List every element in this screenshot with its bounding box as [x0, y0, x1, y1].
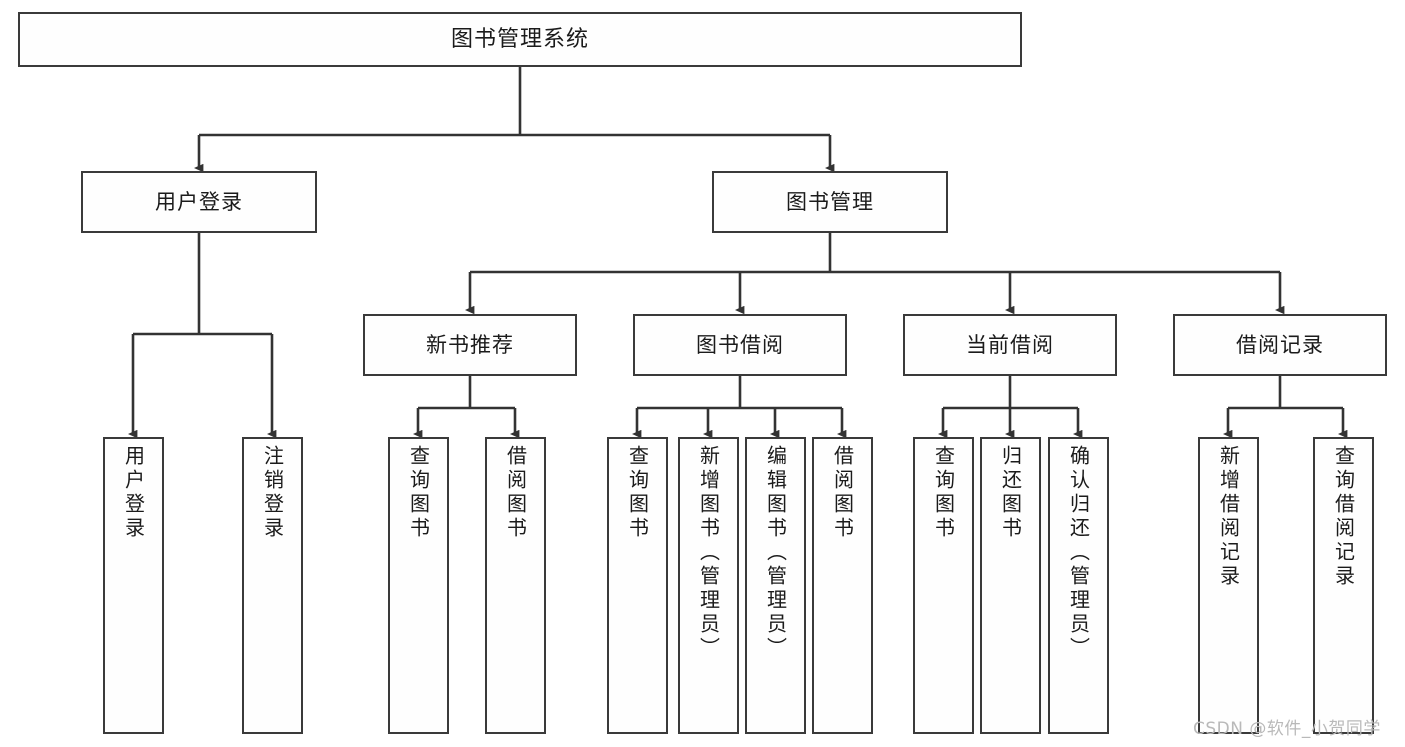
node-label: 新书推荐 [426, 332, 514, 357]
leaf-user-login[interactable]: 用户登录 [103, 437, 164, 734]
leaf-query-book-borrow[interactable]: 查询图书 [607, 437, 668, 734]
node-label: 注销登录 [260, 445, 285, 541]
node-label: 查询借阅记录 [1331, 445, 1356, 589]
leaf-confirm-return-admin[interactable]: 确认归还（管理员） [1048, 437, 1109, 734]
leaf-borrow-book-recommend[interactable]: 借阅图书 [485, 437, 546, 734]
leaf-query-book-current[interactable]: 查询图书 [913, 437, 974, 734]
node-label: 确认归还（管理员） [1066, 445, 1091, 661]
leaf-query-borrow-record[interactable]: 查询借阅记录 [1313, 437, 1374, 734]
leaf-add-borrow-record[interactable]: 新增借阅记录 [1198, 437, 1259, 734]
node-label: 借阅记录 [1236, 332, 1324, 357]
node-label: 归还图书 [998, 445, 1023, 541]
node-new-book-recommend[interactable]: 新书推荐 [363, 314, 577, 376]
node-root-book-management-system[interactable]: 图书管理系统 [18, 12, 1022, 67]
node-current-borrow[interactable]: 当前借阅 [903, 314, 1117, 376]
node-label: 图书管理 [786, 189, 874, 214]
node-label: 用户登录 [121, 445, 146, 541]
node-label: 当前借阅 [966, 332, 1054, 357]
node-label: 借阅图书 [830, 445, 855, 541]
node-borrow-record[interactable]: 借阅记录 [1173, 314, 1387, 376]
leaf-edit-book-admin[interactable]: 编辑图书（管理员） [745, 437, 806, 734]
leaf-query-book-recommend[interactable]: 查询图书 [388, 437, 449, 734]
node-label: 新增图书（管理员） [696, 445, 721, 661]
node-label: 新增借阅记录 [1216, 445, 1241, 589]
leaf-return-book[interactable]: 归还图书 [980, 437, 1041, 734]
node-label: 查询图书 [406, 445, 431, 541]
node-book-borrow[interactable]: 图书借阅 [633, 314, 847, 376]
node-label: 图书借阅 [696, 332, 784, 357]
csdn-watermark: CSDN @软件_小贺同学 [1193, 719, 1381, 739]
leaf-logout[interactable]: 注销登录 [242, 437, 303, 734]
node-label: 查询图书 [625, 445, 650, 541]
node-label: 借阅图书 [503, 445, 528, 541]
node-user-login[interactable]: 用户登录 [81, 171, 317, 233]
node-label: 图书管理系统 [450, 26, 589, 52]
node-label: 查询图书 [931, 445, 956, 541]
node-book-management[interactable]: 图书管理 [712, 171, 948, 233]
leaf-borrow-book[interactable]: 借阅图书 [812, 437, 873, 734]
node-label: 编辑图书（管理员） [763, 445, 788, 661]
node-label: 用户登录 [155, 189, 243, 214]
leaf-add-book-admin[interactable]: 新增图书（管理员） [678, 437, 739, 734]
